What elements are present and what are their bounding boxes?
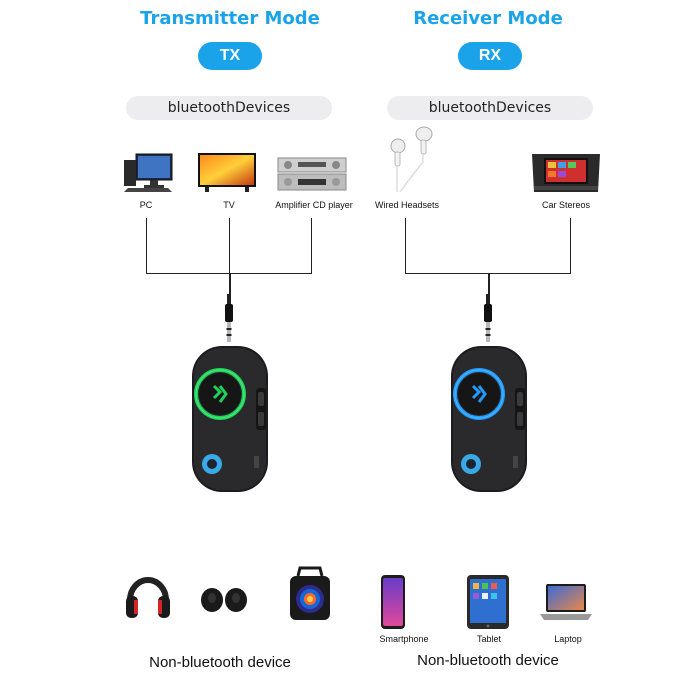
headphones-icon — [126, 577, 170, 618]
rx-line-car — [570, 218, 571, 274]
rx-device-label-car: Car Stereos — [541, 200, 591, 210]
tx-badge: TX — [198, 42, 262, 70]
tx-device-label-amp: Amplifier CD player — [275, 200, 353, 210]
tablet-icon — [467, 575, 509, 629]
laptop-icon — [540, 584, 592, 620]
smartphone-icon — [381, 575, 405, 629]
earbuds-icon — [201, 588, 247, 612]
tx-device-label-pc: PC — [139, 200, 153, 210]
tx-pill-suffix: Devices — [235, 100, 291, 116]
tx-adapter-device — [192, 294, 268, 492]
rx-bottom-label-tablet: Tablet — [476, 634, 502, 644]
tx-device-label-tv: TV — [223, 200, 235, 210]
rx-pill-prefix: bluetooth — [428, 100, 497, 116]
rx-bottom-label: Non-bluetooth device — [417, 652, 559, 669]
earphones-icon — [390, 126, 433, 193]
tx-bottom-label: Non-bluetooth device — [149, 654, 291, 671]
tx-line-tv — [229, 218, 230, 274]
rx-pill-suffix: Devices — [496, 100, 552, 116]
rx-adapter-device — [451, 294, 527, 492]
tx-devices-pill: bluetoothDevices — [126, 96, 332, 120]
rx-devices-pill: bluetoothDevices — [387, 96, 593, 120]
tx-line-amp — [311, 218, 312, 274]
rx-mode-title: Receiver Mode — [413, 8, 563, 29]
amplifier-icon — [277, 157, 347, 191]
rx-device-label-headsets: Wired Headsets — [374, 200, 440, 210]
rx-bottom-label-laptop: Laptop — [554, 634, 582, 644]
speaker-icon — [290, 566, 330, 620]
tx-mode-title: Transmitter Mode — [140, 8, 320, 29]
tx-pill-prefix: bluetooth — [167, 100, 236, 116]
car-stereo-icon — [532, 154, 600, 192]
tx-cable — [229, 273, 231, 295]
rx-cable — [488, 273, 490, 295]
rx-bottom-label-smartphone: Smartphone — [379, 634, 429, 644]
tv-icon — [198, 153, 256, 192]
rx-badge: RX — [458, 42, 522, 70]
rx-line-headsets — [405, 218, 406, 274]
desktop-pc-icon — [124, 153, 173, 192]
tx-line-pc — [146, 218, 147, 274]
